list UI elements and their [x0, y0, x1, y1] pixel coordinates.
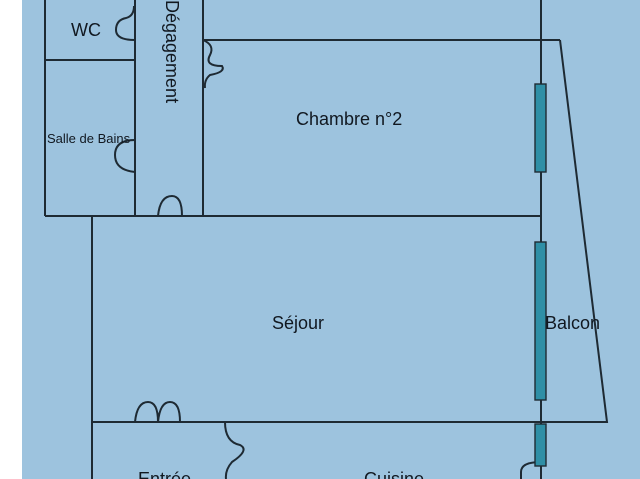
label-wc: WC: [71, 20, 101, 40]
label-salle-de-bains: Salle de Bains: [47, 131, 131, 146]
label-entree: Entrée: [138, 469, 191, 479]
label-sejour: Séjour: [272, 313, 324, 333]
balcony-railing: [541, 39, 609, 423]
door-corridor-top: [202, 39, 224, 89]
label-degagement: Dégagement: [162, 0, 182, 103]
door-salle-de-bains: [113, 139, 136, 173]
label-balcon: Balcon: [545, 313, 600, 333]
door-corridor-bottom: [157, 194, 183, 217]
window-sejour: [534, 241, 547, 401]
door-entree: [224, 421, 245, 479]
doors: [113, 5, 542, 479]
label-chambre2: Chambre n°2: [296, 109, 402, 129]
floor-background: [22, 0, 640, 479]
label-cuisine: Cuisine: [364, 469, 424, 479]
walls: [44, 0, 609, 479]
door-sejour-entree: [134, 400, 181, 423]
window-cuisine: [534, 423, 547, 467]
left-margin: [0, 0, 22, 479]
window-chambre: [534, 83, 547, 173]
windows: [534, 83, 547, 467]
room-labels: WC Dégagement Chambre n°2 Salle de Bains…: [47, 0, 600, 479]
door-wc: [114, 5, 136, 41]
